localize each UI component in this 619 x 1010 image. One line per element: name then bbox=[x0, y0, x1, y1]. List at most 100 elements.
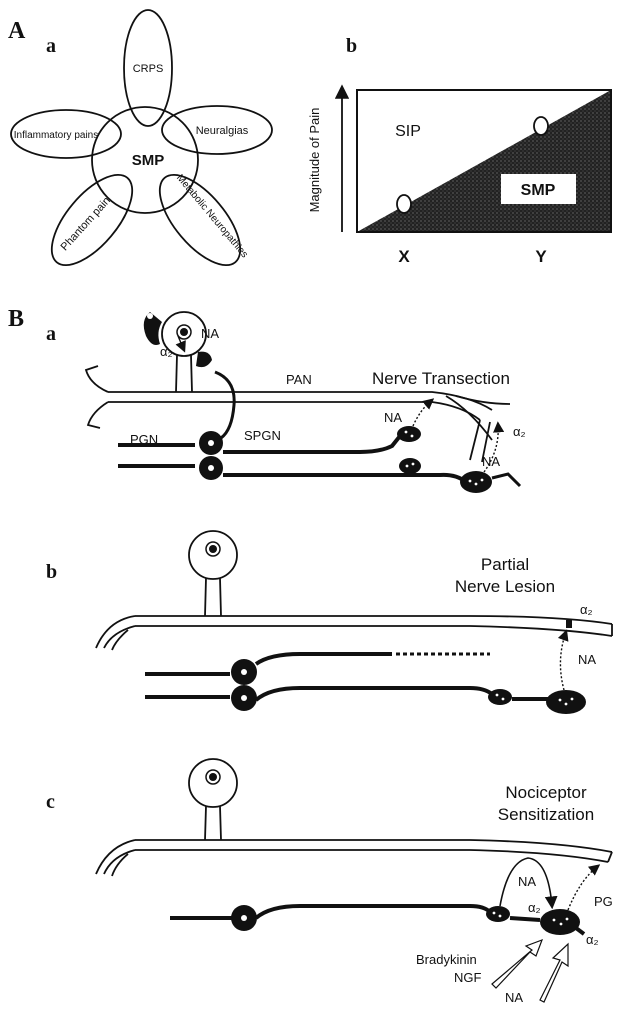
na-bottom-label: NA bbox=[505, 990, 523, 1005]
pan-label: PAN bbox=[286, 372, 312, 387]
alpha-low-label-c: α₂ bbox=[586, 932, 599, 947]
varicosity-c1 bbox=[486, 906, 510, 922]
alpha-mid-label-c: α₂ bbox=[528, 900, 541, 915]
pan-axon-end-c bbox=[608, 852, 612, 862]
pan-axon-bottom-c bbox=[135, 850, 608, 862]
pg-label-c: PG bbox=[594, 894, 613, 909]
postganglionic-neurons bbox=[118, 372, 520, 493]
spgn-axon-c2 bbox=[510, 918, 540, 920]
petal-phantom-label: Phantom pain bbox=[59, 195, 113, 253]
alpha-right-label: α₂ bbox=[513, 424, 526, 439]
panel-Ba-label: a bbox=[46, 323, 56, 345]
vesicle bbox=[565, 703, 568, 706]
alpha-label-b: α₂ bbox=[580, 602, 593, 617]
spgn-collateral bbox=[215, 372, 234, 438]
spgn-axon-c bbox=[256, 906, 490, 918]
vesicle bbox=[475, 483, 478, 486]
vesicle bbox=[411, 435, 414, 438]
petal-metabolic bbox=[145, 162, 254, 278]
pgn-label: PGN bbox=[130, 432, 158, 447]
partial-lesion-title-2: Nerve Lesion bbox=[455, 577, 555, 596]
sip-smp-plot bbox=[342, 88, 611, 232]
sympathetic-basket-right bbox=[196, 352, 212, 367]
alpha-top-label: α₂ bbox=[160, 344, 173, 359]
spgn-nucleus-c bbox=[241, 915, 247, 921]
y-axis-label: Magnitude of Pain bbox=[307, 108, 322, 213]
panel-Bc-label: c bbox=[46, 791, 55, 813]
pan-stem bbox=[176, 355, 192, 392]
varicosity-2 bbox=[399, 458, 421, 474]
na-release-arrow-mid bbox=[413, 400, 432, 426]
vesicle bbox=[481, 479, 484, 482]
varicosity-1 bbox=[397, 426, 421, 442]
varicosity-3 bbox=[460, 471, 492, 493]
pan-axon-top-b bbox=[135, 616, 612, 624]
na-top-label: NA bbox=[201, 326, 219, 341]
spgn-nucleus-lower-b bbox=[241, 695, 247, 701]
varicosity-c2 bbox=[540, 909, 580, 935]
vesicle bbox=[405, 431, 408, 434]
pan-nucleus bbox=[180, 328, 188, 336]
na-top-label-c: NA bbox=[518, 874, 536, 889]
pan-stem-c bbox=[205, 806, 221, 840]
panel-Ab-label: b bbox=[346, 35, 357, 57]
pan-axon-top bbox=[108, 392, 492, 410]
vesicle bbox=[496, 694, 499, 697]
spgn-label: SPGN bbox=[244, 428, 281, 443]
pan-axon-bottom-b bbox=[135, 626, 612, 636]
spgn-nucleus-lower bbox=[208, 465, 214, 471]
x-tick-y: Y bbox=[535, 247, 547, 266]
petal-crps-label: CRPS bbox=[133, 63, 164, 75]
na-bottom-arrow bbox=[540, 944, 568, 1002]
pan-branch-left2-c bbox=[112, 854, 128, 876]
pan-nucleus-c bbox=[209, 773, 217, 781]
pan-central-branches bbox=[86, 366, 108, 428]
na-label-b: NA bbox=[578, 652, 596, 667]
petal-metabolic-label: Metabolic Neuropathies bbox=[174, 173, 250, 261]
varicosity-b1 bbox=[488, 689, 512, 705]
pan-nucleus-b bbox=[209, 545, 217, 553]
vesicle bbox=[499, 915, 502, 918]
panel-Aa-label: a bbox=[46, 35, 56, 57]
point-y bbox=[534, 117, 548, 135]
vesicle bbox=[493, 912, 496, 915]
vesicle bbox=[560, 923, 563, 926]
bradykinin-label: Bradykinin bbox=[416, 952, 477, 967]
sip-label: SIP bbox=[395, 123, 421, 140]
petal-neuralgias-label: Neuralgias bbox=[196, 125, 249, 137]
basket-dot bbox=[147, 313, 153, 319]
partial-lesion-title-1: Partial bbox=[481, 555, 529, 574]
alpha-receptor-b bbox=[566, 620, 572, 628]
nerve-transection-title: Nerve Transection bbox=[372, 369, 510, 388]
panel-B-label: B bbox=[8, 306, 24, 332]
vesicle bbox=[502, 698, 505, 701]
point-x bbox=[397, 195, 411, 213]
na-release-arrow-b bbox=[560, 632, 566, 690]
pan-stem-b bbox=[205, 578, 221, 616]
pan-axon-bottom bbox=[108, 402, 480, 420]
vesicle bbox=[553, 919, 556, 922]
vesicle bbox=[412, 463, 415, 466]
spgn-nucleus-upper-b bbox=[241, 669, 247, 675]
x-tick-x: X bbox=[398, 247, 410, 266]
varicosity-b2 bbox=[546, 690, 586, 714]
ngf-label: NGF bbox=[454, 970, 482, 985]
nociceptor-title-2: Sensitization bbox=[498, 805, 594, 824]
vesicle bbox=[469, 480, 472, 483]
vesicle bbox=[559, 699, 562, 702]
na-mid-label: NA bbox=[384, 410, 402, 425]
smp-region bbox=[357, 90, 611, 232]
vesicle bbox=[571, 698, 574, 701]
vesicle bbox=[566, 918, 569, 921]
pan-soma-b bbox=[189, 531, 237, 579]
smp-center-label: SMP bbox=[132, 152, 165, 169]
na-right-label: NA bbox=[482, 454, 500, 469]
partial-nerve-lesion-diagram bbox=[96, 531, 612, 714]
spgn-axon-lower bbox=[223, 475, 466, 482]
lesioned-axon-b bbox=[256, 654, 392, 664]
bradykinin-ngf-arrow bbox=[492, 940, 542, 988]
panel-Bb-label: b bbox=[46, 561, 57, 583]
nerve-transection-diagram bbox=[86, 312, 520, 493]
